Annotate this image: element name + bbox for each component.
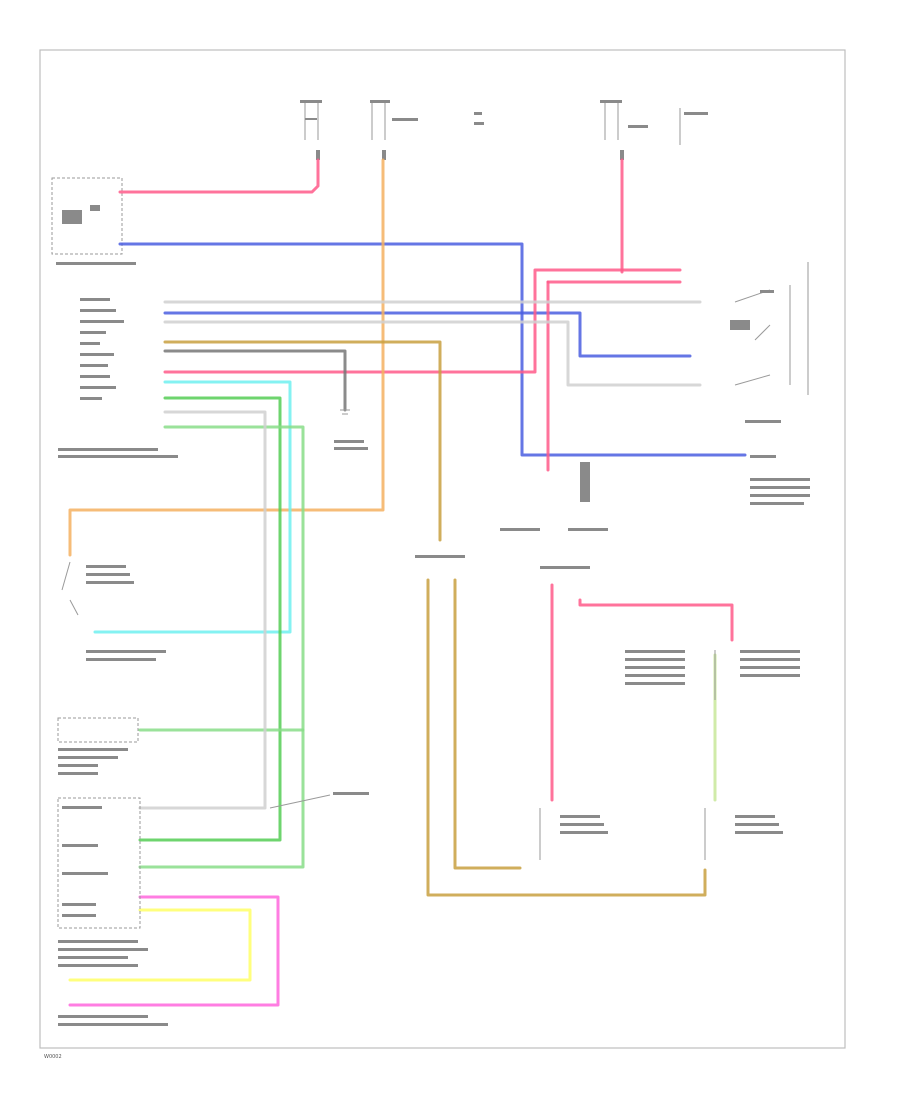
wire-tan-loop-inner xyxy=(453,578,522,870)
cruise-module-connector xyxy=(58,298,178,458)
wire-light-green xyxy=(138,425,305,869)
diagram-frame xyxy=(39,49,846,1049)
wire-pink-brake-lower xyxy=(578,598,734,642)
wire-blue-second xyxy=(163,311,692,358)
wire-white-2 xyxy=(163,320,702,387)
wire-blue-main xyxy=(118,242,747,457)
fuse-block-center xyxy=(370,100,484,160)
wire-cyan xyxy=(93,380,292,634)
footer-code: W0002 xyxy=(44,1054,62,1060)
wire-magenta xyxy=(68,895,280,1007)
instrument-cluster-top xyxy=(51,177,136,265)
wire-pink-top xyxy=(118,158,320,194)
wire-green xyxy=(138,396,282,842)
wire-gray-ground xyxy=(163,349,347,412)
cruise-switch-assembly xyxy=(730,262,810,505)
ground-symbol xyxy=(334,409,368,450)
brake-switches-right xyxy=(539,650,800,860)
brake-switch-left xyxy=(61,561,166,661)
wire-tan-loop-outer xyxy=(426,578,707,897)
fuse-block-left xyxy=(300,100,322,160)
instrument-cluster-lower xyxy=(57,717,139,775)
fuse-block-right xyxy=(600,100,708,160)
powertrain-module xyxy=(57,792,369,1026)
wire-orange xyxy=(68,158,385,557)
wire-tan-main xyxy=(163,340,442,542)
wire-yellow xyxy=(68,908,252,982)
wire-white-3 xyxy=(138,410,267,810)
connector-center-labels xyxy=(415,462,608,569)
